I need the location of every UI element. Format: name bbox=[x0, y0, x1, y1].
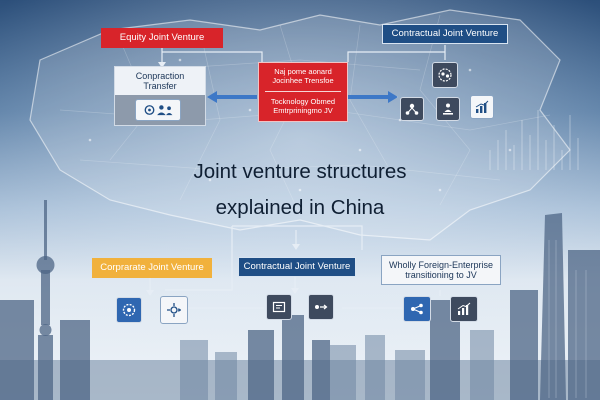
equity-joint-venture-label: Equity Joint Venture bbox=[101, 28, 223, 48]
card-divider bbox=[265, 91, 341, 92]
bar-chart-icon bbox=[470, 95, 494, 119]
document-icon bbox=[266, 294, 292, 320]
target-gear-icon bbox=[116, 297, 142, 323]
card-left-line1: Conpraction bbox=[135, 70, 185, 81]
corporate-joint-venture-label: Corprarate Joint Venture bbox=[92, 258, 212, 278]
people-icon bbox=[436, 97, 460, 121]
card-center-line4: Emtrpriningmo JV bbox=[273, 105, 333, 115]
contractual-joint-venture-label-bottom: Contractual Joint Venture bbox=[238, 257, 356, 277]
card-center-line1: Naj pome aonard bbox=[274, 67, 332, 77]
growth-chart-icon bbox=[450, 296, 478, 322]
wholly-foreign-enterprise-label: Wholly Foreign-Enterprise transitioning … bbox=[381, 255, 501, 285]
contractual-joint-venture-label-top: Contractual Joint Venture bbox=[382, 24, 508, 44]
settings-arrows-icon bbox=[160, 296, 188, 324]
exchange-icon bbox=[308, 294, 334, 320]
user-network-icon bbox=[400, 97, 424, 121]
wfoe-line2: transitioning to JV bbox=[405, 270, 477, 280]
diagram-title-line2: explained in China bbox=[215, 196, 385, 219]
card-center-line2: Jocinhee Trensfoe bbox=[272, 76, 334, 85]
gear-group-icon bbox=[432, 62, 458, 88]
wfoe-line1: Wholly Foreign-Enterprise bbox=[388, 259, 494, 270]
diagram-title-line1: Joint venture structures bbox=[193, 160, 407, 183]
card-left-line2: Transfer bbox=[143, 81, 177, 91]
card-center-line3: Tocknology Obmed bbox=[270, 96, 336, 106]
contraction-transfer-card: Conpraction Transfer bbox=[114, 66, 206, 126]
handshake-icon bbox=[135, 99, 181, 121]
technology-owned-enterprise-card: Naj pome aonard Jocinhee Trensfoe Tockno… bbox=[258, 62, 348, 122]
contraction-transfer-label: Conpraction Transfer bbox=[115, 67, 205, 95]
share-nodes-icon bbox=[403, 296, 431, 322]
